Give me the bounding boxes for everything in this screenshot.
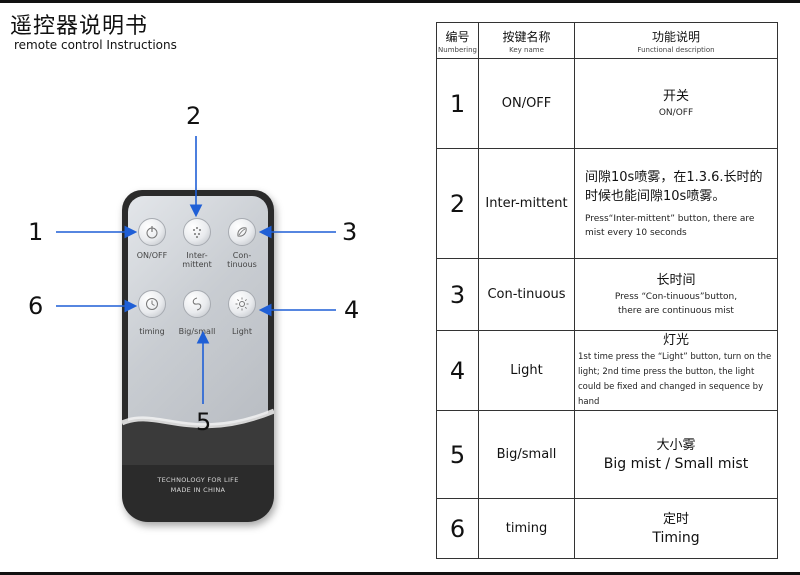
light-label: Light [232,327,252,336]
row-function-en: Press “Con-tinuous”button, there are con… [614,292,738,316]
mist-swirl-icon [192,297,202,311]
table-row: 5 Big/small 大小雾 Big mist / Small mist [437,411,777,499]
callout-1: 1 [28,218,44,246]
row-number: 2 [449,189,466,218]
header-number-cn: 编号 [445,29,470,44]
top-border [0,0,800,3]
row-number: 1 [449,89,466,118]
row-key-name: timing [505,521,548,536]
timing-button[interactable] [138,290,166,318]
table-row: 6 timing 定时 Timing [437,499,777,558]
callout-6: 6 [28,292,44,320]
remote-wave-decoration [122,408,274,465]
intermittent-button[interactable] [183,218,211,246]
timing-label: timing [139,327,165,336]
header-number-en: Numbering [438,45,477,54]
onoff-button[interactable] [138,218,166,246]
row-number: 5 [449,440,466,469]
remote-footer-line1: TECHNOLOGY FOR LIFE [157,476,239,484]
row-function-cn: 大小雾 [656,438,696,453]
row-key-name: Light [510,363,543,378]
row-key-name: Inter-mittent [485,196,568,211]
row-function-en: ON/OFF [658,108,694,118]
table-row: 2 Inter-mittent 间隙10s喷雾，在1.3.6.长时的时候也能间隙… [437,149,777,259]
callout-5: 5 [196,408,212,436]
row-key-name: Big/small [496,447,557,462]
header-key-en: Key name [509,45,544,54]
table-row: 4 Light 灯光 1st time press the “Light” bu… [437,331,777,411]
row-function-en: 1st time press the “Light” button, turn … [578,352,772,407]
instructions-table: 编号 Numbering 按键名称 Key name 功能说明 Function… [436,22,778,559]
callout-2: 2 [186,102,202,130]
table-row: 3 Con-tinuous 长时间 Press “Con-tinuous”but… [437,259,777,331]
bottom-border [0,572,800,575]
remote-control-image: TECHNOLOGY FOR LIFE MADE IN CHINA ON/OFF… [122,190,274,522]
continuous-button[interactable] [228,218,256,246]
header-function-en: Functional description [637,45,715,54]
row-function-cn: 开关 [662,89,689,104]
table-header-row: 编号 Numbering 按键名称 Key name 功能说明 Function… [437,23,777,59]
row-key-name: ON/OFF [501,96,552,111]
row-function-cn: 长时间 [656,273,696,288]
page-title-en: remote control Instructions [14,38,177,52]
row-number: 3 [449,280,466,309]
row-function-en: Big mist / Small mist [603,456,749,472]
mist-leaf-icon [237,227,247,237]
row-function-cn: 定时 [662,512,689,527]
row-number: 6 [449,514,466,543]
continuous-label: Con- tinuous [227,251,257,269]
row-function-en: Press“Inter-mittent” button, there are m… [585,213,755,238]
header-number: 编号 Numbering [437,23,479,58]
power-icon [146,226,158,239]
light-button[interactable] [228,290,256,318]
callout-4: 4 [344,296,360,324]
callout-3: 3 [342,218,358,246]
sun-icon [235,297,249,311]
header-function-cn: 功能说明 [651,29,700,44]
row-number: 4 [449,356,466,385]
page-title-cn: 遥控器说明书 [10,14,149,39]
remote-footer-line2: MADE IN CHINA [170,486,226,494]
header-function: 功能说明 Functional description [575,23,777,58]
mist-dots-icon [193,227,201,238]
clock-icon [146,298,158,310]
header-key: 按键名称 Key name [479,23,575,58]
row-function-en: Timing [652,530,700,546]
onoff-label: ON/OFF [136,251,168,260]
table-row: 1 ON/OFF 开关 ON/OFF [437,59,777,149]
big-small-label: Big/small [178,327,216,336]
row-function-cn: 灯光 [662,333,689,348]
big-small-button[interactable] [183,290,211,318]
row-key-name: Con-tinuous [487,287,566,302]
header-key-cn: 按键名称 [502,29,551,44]
row-function-cn: 间隙10s喷雾，在1.3.6.长时的时候也能间隙10s喷雾。 [585,169,763,204]
intermittent-label: Inter- mittent [182,251,212,269]
